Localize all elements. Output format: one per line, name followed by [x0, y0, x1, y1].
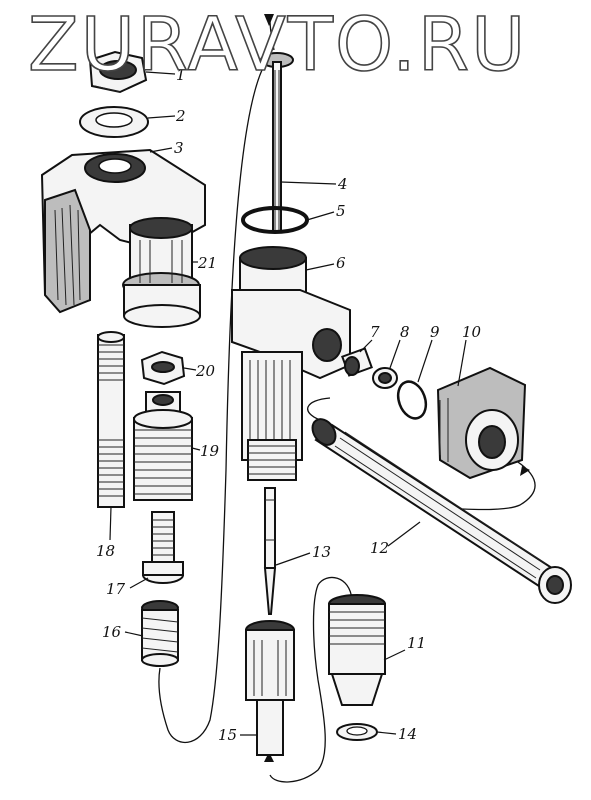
- label-13: 13: [312, 543, 331, 561]
- label-4: 4: [337, 175, 348, 193]
- label-7: 7: [370, 323, 380, 341]
- label-19: 19: [200, 442, 220, 460]
- label-14: 14: [398, 725, 417, 743]
- part-11-cap-nut: [328, 594, 386, 706]
- part-7-fitting: [341, 347, 373, 377]
- part-20-lock-nut: [140, 350, 186, 386]
- part-12-fuel-pipe: [311, 418, 572, 604]
- label-21: 21: [197, 254, 217, 272]
- label-16: 16: [102, 623, 122, 641]
- label-2: 2: [175, 107, 186, 125]
- label-8: 8: [400, 323, 410, 341]
- label-11: 11: [407, 634, 426, 652]
- flow-arrow-bottom: [264, 752, 274, 762]
- flow-line-bottom: [269, 576, 353, 783]
- part-3-clamp-bracket: [40, 148, 206, 314]
- label-20: 20: [195, 362, 216, 380]
- label-15: 15: [218, 726, 237, 744]
- label-17: 17: [106, 580, 126, 598]
- part-15-atomizer: [245, 620, 295, 756]
- label-3: 3: [174, 139, 184, 157]
- part-17-adjusting-screw: [142, 511, 184, 584]
- part-6-nozzle-body: [231, 246, 351, 481]
- label-6: 6: [336, 254, 346, 272]
- label-9: 9: [430, 323, 440, 341]
- label-10: 10: [462, 323, 482, 341]
- part-10-banjo-fitting: [436, 366, 527, 480]
- part-19-threaded-sleeve: [133, 391, 193, 501]
- flow-arrow-right: [520, 466, 530, 476]
- part-13-needle: [263, 487, 277, 615]
- part-1-nut: [88, 50, 148, 94]
- part-16-spring: [141, 600, 179, 667]
- label-18: 18: [96, 542, 115, 560]
- label-12: 12: [370, 539, 389, 557]
- watermark-text: ZURAVTO.RU: [28, 2, 527, 88]
- part-2-washer: [79, 106, 149, 138]
- part-14-seal-washer: [336, 723, 378, 741]
- part-21-holder-sleeve: [122, 217, 201, 328]
- part-18-stud: [97, 331, 125, 508]
- part-9-copper-ring: [396, 380, 428, 420]
- label-1: 1: [176, 66, 186, 84]
- label-5: 5: [336, 202, 346, 220]
- flow-arrow-top: [264, 14, 274, 26]
- part-8-filter-washer: [372, 367, 398, 389]
- leader-lines: [109, 71, 467, 736]
